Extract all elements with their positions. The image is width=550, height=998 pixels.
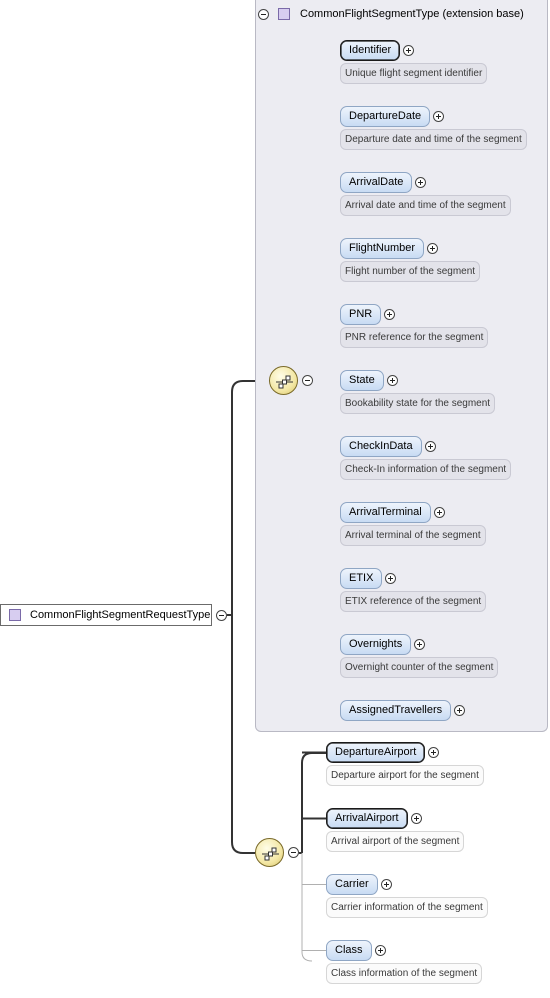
- expand-icon[interactable]: [454, 705, 466, 716]
- expand-icon[interactable]: [415, 177, 427, 188]
- expand-icon[interactable]: [410, 813, 422, 824]
- element-node[interactable]: State: [340, 370, 384, 391]
- expand-icon[interactable]: [380, 879, 392, 890]
- expand-icon[interactable]: [428, 747, 440, 758]
- element-description: Carrier information of the segment: [326, 897, 488, 918]
- expand-icon[interactable]: [386, 375, 398, 386]
- sequence-compositor-icon[interactable]: [255, 838, 284, 867]
- expand-icon[interactable]: [385, 573, 397, 584]
- element-node[interactable]: ArrivalTerminal: [340, 502, 431, 523]
- element-description: Check-In information of the segment: [340, 459, 512, 480]
- connector-line: [301, 853, 313, 962]
- element-description: Unique flight segment identifier: [340, 63, 488, 84]
- expand-icon[interactable]: [424, 441, 436, 452]
- root-type-label: CommonFlightSegmentRequestType: [30, 609, 211, 621]
- expand-icon[interactable]: [414, 639, 426, 650]
- element-description: Arrival date and time of the segment: [340, 195, 511, 216]
- expand-icon[interactable]: [427, 243, 439, 254]
- element-description: Class information of the segment: [326, 963, 483, 984]
- expand-icon[interactable]: [374, 945, 386, 956]
- element-description: Bookability state for the segment: [340, 393, 496, 414]
- element-node[interactable]: ArrivalAirport: [326, 808, 408, 829]
- root-type-box[interactable]: CommonFlightSegmentRequestType: [0, 604, 212, 626]
- element-node[interactable]: CheckInData: [340, 436, 422, 457]
- expand-icon[interactable]: [403, 45, 415, 56]
- element-node[interactable]: Class: [326, 940, 372, 961]
- extension-title: CommonFlightSegmentType (extension base): [300, 8, 524, 20]
- connector-line: [301, 752, 326, 853]
- expand-icon[interactable]: [433, 507, 445, 518]
- element-node[interactable]: ArrivalDate: [340, 172, 413, 193]
- complex-type-icon: [278, 8, 290, 20]
- element-description: Overnight counter of the segment: [340, 657, 499, 678]
- element-node[interactable]: FlightNumber: [340, 238, 425, 259]
- sequence-collapse-icon[interactable]: [288, 847, 299, 858]
- element-node[interactable]: PNR: [340, 304, 382, 325]
- connector-line: [231, 380, 269, 615]
- element-node[interactable]: Overnights: [340, 634, 412, 655]
- expand-icon[interactable]: [384, 309, 396, 320]
- element-node[interactable]: DepartureAirport: [326, 742, 426, 763]
- complex-type-icon: [9, 609, 21, 621]
- element-description: PNR reference for the segment: [340, 327, 489, 348]
- element-node[interactable]: Identifier: [340, 40, 401, 61]
- root-collapse-icon[interactable]: [216, 610, 227, 621]
- element-description: Flight number of the segment: [340, 261, 481, 282]
- element-node[interactable]: ETIX: [340, 568, 383, 589]
- connector-line: [231, 615, 255, 854]
- expand-icon[interactable]: [433, 111, 445, 122]
- extension-header: CommonFlightSegmentType (extension base): [278, 4, 524, 24]
- element-node[interactable]: Carrier: [326, 874, 378, 895]
- element-node[interactable]: DepartureDate: [340, 106, 431, 127]
- element-description: Departure date and time of the segment: [340, 129, 527, 150]
- element-node[interactable]: AssignedTravellers: [340, 700, 452, 721]
- collapse-icon[interactable]: [258, 9, 269, 20]
- element-description: Arrival terminal of the segment: [340, 525, 486, 546]
- element-description: Departure airport for the segment: [326, 765, 484, 786]
- element-description: Arrival airport of the segment: [326, 831, 465, 852]
- element-description: ETIX reference of the segment: [340, 591, 487, 612]
- sequence-compositor-icon[interactable]: [269, 366, 298, 395]
- sequence-collapse-icon[interactable]: [302, 375, 313, 386]
